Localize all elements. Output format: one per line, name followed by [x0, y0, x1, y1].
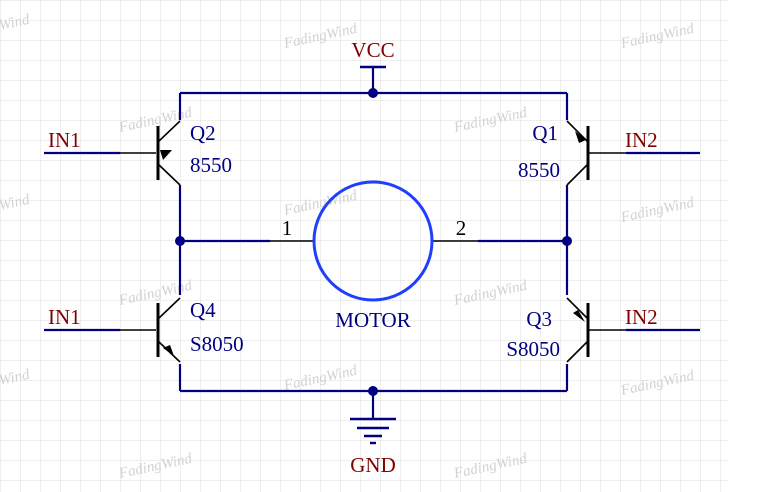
- transistor-q1: [566, 120, 700, 186]
- q2-value: 8550: [190, 153, 232, 177]
- q1-ref: Q1: [532, 121, 558, 145]
- svg-text:Wind: Wind: [0, 192, 31, 214]
- grid-background: [0, 0, 728, 492]
- junction-dot: [562, 236, 572, 246]
- motor-label: MOTOR: [335, 308, 410, 332]
- q4-input-label: IN1: [48, 305, 81, 329]
- q2-input-label: IN1: [48, 128, 81, 152]
- q4-ref: Q4: [190, 298, 216, 322]
- q1-input-label: IN2: [625, 128, 658, 152]
- ground-symbol: [350, 417, 396, 445]
- motor-pin-1: 1: [282, 216, 293, 240]
- q3-value: S8050: [506, 337, 560, 361]
- junction-dot: [368, 386, 378, 396]
- junction-dot: [175, 236, 185, 246]
- right-branch-wires: [478, 93, 572, 391]
- gnd-rail: [180, 386, 567, 418]
- vcc-rail: [180, 65, 567, 98]
- svg-text:Wind: Wind: [0, 367, 31, 389]
- transistor-q3: [566, 297, 700, 363]
- motor-symbol: [270, 180, 478, 302]
- transistor-q2: [44, 120, 181, 186]
- junction-dot: [368, 88, 378, 98]
- q3-ref: Q3: [526, 307, 552, 331]
- q2-ref: Q2: [190, 121, 216, 145]
- q1-value: 8550: [518, 158, 560, 182]
- q4-value: S8050: [190, 332, 244, 356]
- motor-pin-2: 2: [456, 216, 467, 240]
- vcc-label: VCC: [351, 38, 394, 62]
- gnd-label: GND: [350, 453, 396, 477]
- transistor-q4: [44, 297, 181, 363]
- q3-input-label: IN2: [625, 305, 658, 329]
- svg-text:Wind: Wind: [0, 12, 31, 34]
- left-branch-wires: [175, 93, 270, 391]
